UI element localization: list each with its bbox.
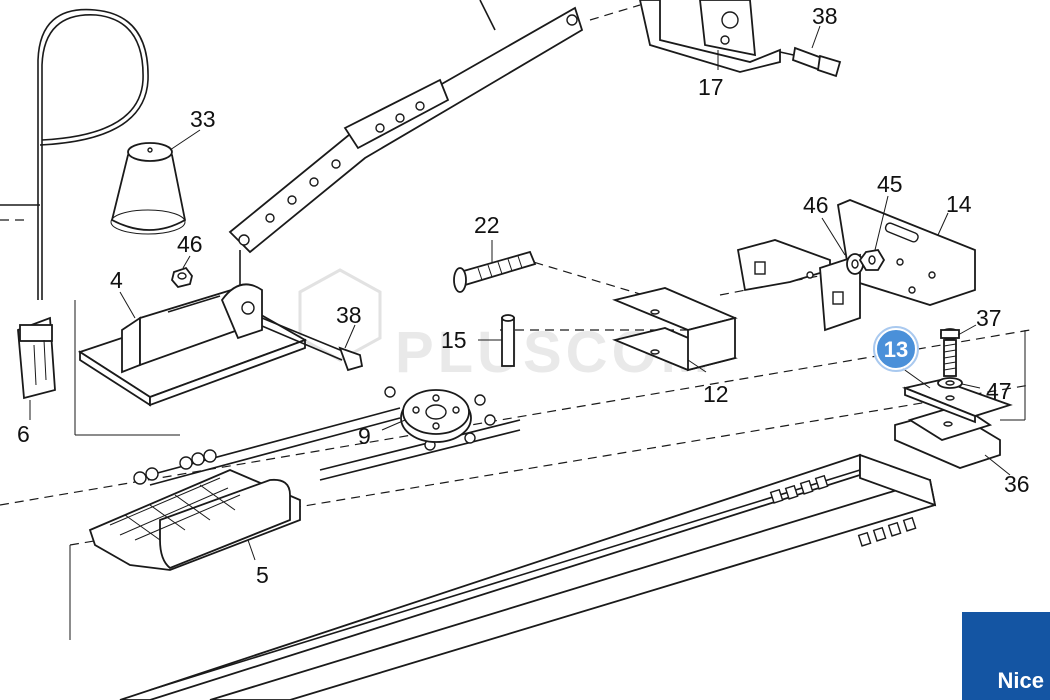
label-part-15: 14 xyxy=(946,191,972,217)
carriage-part-5 xyxy=(88,469,301,571)
label-part-4: 4 xyxy=(110,267,123,293)
label-part-47: 47 xyxy=(986,378,1012,404)
rail xyxy=(119,453,937,700)
part-labels: 33 46 4 38 6 5 9 15 22 12 17 38 46 45 14… xyxy=(17,3,1030,588)
clip-part-6 xyxy=(17,316,56,400)
label-part-38-left: 38 xyxy=(336,302,362,328)
label-part-12: 12 xyxy=(703,381,729,407)
label-part-33: 33 xyxy=(190,106,216,132)
label-part-46-left: 46 xyxy=(177,231,203,257)
bolt-part-36 xyxy=(453,250,537,293)
pulley-part-9 xyxy=(400,389,472,443)
bracket-part-4 xyxy=(77,283,308,407)
bolt-part-38-left xyxy=(261,317,364,372)
label-part-5: 5 xyxy=(256,562,269,588)
screw-part-37-washer-47 xyxy=(937,328,963,389)
bracket-part-12 xyxy=(612,287,738,372)
arm xyxy=(228,0,584,285)
cable xyxy=(0,8,149,300)
label-part-45: 45 xyxy=(877,171,903,197)
nuts-part-45-46-right xyxy=(846,249,886,275)
nut-part-46-left xyxy=(171,266,193,289)
label-part-37: 37 xyxy=(976,305,1002,331)
label-part-9: 9 xyxy=(358,423,371,449)
bolt-part-38-right xyxy=(779,46,842,78)
bracket-part-17 xyxy=(589,0,781,73)
label-part-38-right: 38 xyxy=(812,3,838,29)
leader-lines xyxy=(29,25,1011,561)
plate-part-13 xyxy=(901,379,1013,424)
bracket-flange xyxy=(736,239,861,332)
label-part-46-right: 46 xyxy=(803,192,829,218)
label-part-22: 15 xyxy=(441,327,467,353)
highlight-badge-13[interactable]: 13 xyxy=(873,326,919,372)
pin-part-22 xyxy=(501,314,515,367)
badge-13-label: 13 xyxy=(884,337,908,362)
bracket-part-14 xyxy=(894,404,1001,469)
brand-logo: Nice xyxy=(962,612,1050,700)
label-part-6: 6 xyxy=(17,421,30,447)
label-part-36: 22 xyxy=(474,212,500,238)
label-part-14: 36 xyxy=(1004,471,1030,497)
bracket-part-15 xyxy=(836,199,976,306)
label-part-17: 17 xyxy=(698,74,724,100)
assembly-lines xyxy=(0,257,1031,640)
cap-part-33 xyxy=(110,142,187,235)
brand-logo-text: Nice xyxy=(997,668,1044,693)
